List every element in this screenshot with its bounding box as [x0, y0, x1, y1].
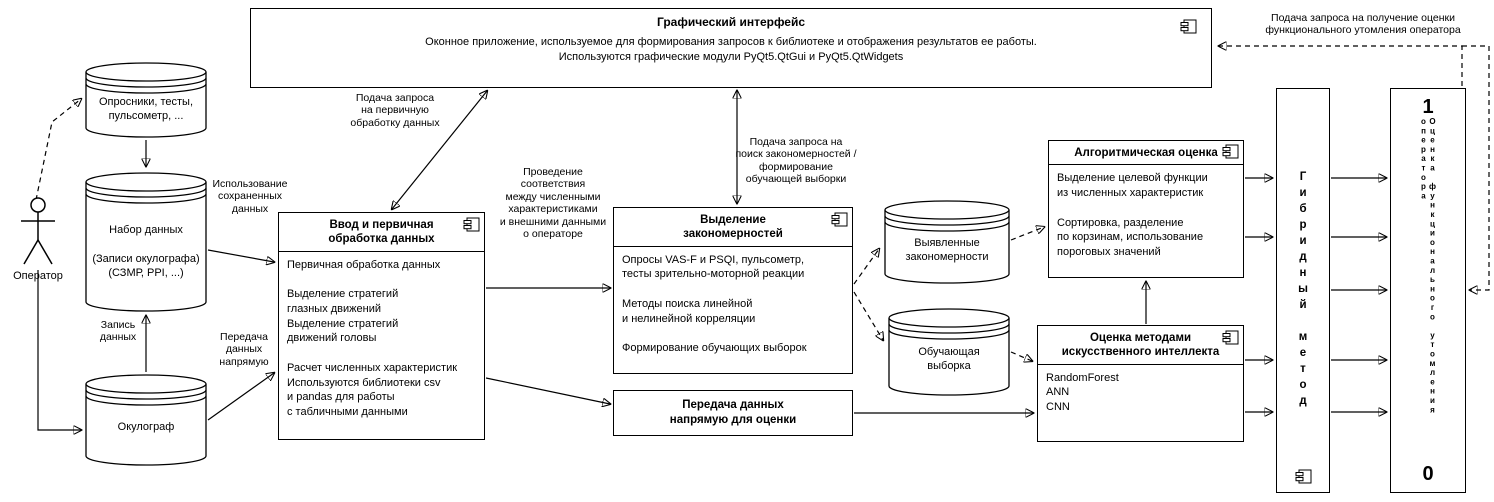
direct-transfer-box: Передача данных напрямую для оценки [613, 390, 853, 436]
edge-output-to-gui [1219, 46, 1463, 86]
edge-actor-to-oculograph [37, 270, 81, 430]
cylinder-surveys-label: Опросники, тесты, пульсометр, ... [98, 95, 194, 122]
cylinder-training-set-label: Обучающая выборка [918, 345, 980, 372]
edge-patterns-to-found [853, 249, 879, 285]
actor-label: Оператор [13, 270, 63, 282]
pattern-extraction-title: Выделение закономерностей [614, 208, 852, 247]
ai-assessment-body: RandomForest ANN CNN [1046, 371, 1119, 414]
direct-transfer-title: Передача данных напрямую для оценки [669, 399, 797, 426]
label-use-saved-data: Использование сохраненных данных [212, 178, 288, 215]
input-processing-title: Ввод и первичная обработка данных [279, 213, 484, 252]
actor-figure [16, 196, 60, 270]
edge-training-to-ai [1010, 351, 1032, 361]
pattern-extraction-body: Опросы VAS-F и PSQI, пульсометр, тесты з… [622, 253, 807, 355]
hybrid-method-title: Гибридный метод [1297, 170, 1309, 411]
input-processing-component: Ввод и первичная обработка данных Первич… [278, 212, 485, 440]
algorithmic-assessment-body: Выделение целевой функции из численных х… [1057, 172, 1208, 259]
label-correspondence: Проведение соответствия между численными… [499, 166, 607, 240]
label-request-processing: Подача запроса на первичную обработку да… [350, 92, 440, 129]
output-value-one: 1 [1422, 96, 1434, 118]
component-icon [831, 212, 848, 227]
component-icon [1222, 330, 1239, 345]
edge-actor-to-surveys [35, 99, 81, 201]
label-direct-transfer: Передача данных напрямую [219, 331, 269, 368]
gui-body: Оконное приложение, используемое для фор… [425, 36, 1037, 64]
label-record-data: Запись данных [99, 319, 137, 344]
fatigue-output-label: Оценка функционального утомления операто… [1419, 117, 1437, 415]
cylinder-training-set: Обучающая выборка [888, 308, 1010, 396]
edge-oculograph-to-input [207, 373, 274, 421]
cylinder-oculograph-label: Окулограф [117, 420, 175, 433]
cylinder-found-patterns-label: Выявленные закономерности [905, 236, 989, 263]
cylinder-oculograph: Окулограф [85, 374, 207, 466]
hybrid-method-component: Гибридный метод [1276, 88, 1330, 493]
cylinder-found-patterns: Выявленные закономерности [884, 200, 1010, 284]
edge-found-to-algorithmic [1010, 227, 1044, 241]
ai-assessment-component: Оценка методами искусственного интеллект… [1037, 325, 1244, 442]
actor-icon [21, 197, 55, 265]
component-icon [1295, 469, 1312, 484]
input-processing-body: Первичная обработка данных Выделение стр… [287, 258, 458, 419]
label-request-assessment: Подача запроса на получение оценки функц… [1265, 12, 1461, 37]
cylinder-surveys: Опросники, тесты, пульсометр, ... [85, 62, 207, 138]
pattern-extraction-component: Выделение закономерностей Опросы VAS-F и… [613, 207, 853, 374]
ai-assessment-title: Оценка методами искусственного интеллект… [1038, 326, 1243, 365]
output-value-zero: 0 [1422, 463, 1434, 485]
edge-input-gui [392, 91, 487, 209]
gui-component: Графический интерфейс Оконное приложение… [250, 8, 1212, 88]
cylinder-dataset-label: Набор данных (Записи окулографа) (СЗМР, … [92, 224, 200, 280]
algorithmic-assessment-component: Алгоритмическая оценка Выделение целевой… [1048, 140, 1244, 278]
component-icon [1180, 19, 1197, 34]
component-icon [1222, 144, 1239, 159]
label-request-patterns: Подача запроса на поиск закономерностей … [735, 136, 857, 186]
gui-title: Графический интерфейс [656, 15, 806, 29]
algorithmic-assessment-title: Алгоритмическая оценка [1049, 141, 1243, 166]
edge-dataset-to-input [207, 249, 274, 262]
edge-request-return [1462, 45, 1490, 290]
edge-patterns-to-training [853, 291, 883, 340]
edge-input-to-direct [485, 377, 610, 404]
cylinder-dataset: Набор данных (Записи окулографа) (СЗМР, … [85, 172, 207, 312]
fatigue-output-box: 1 Оценка функционального утомления опера… [1390, 88, 1466, 493]
component-icon [463, 217, 480, 232]
